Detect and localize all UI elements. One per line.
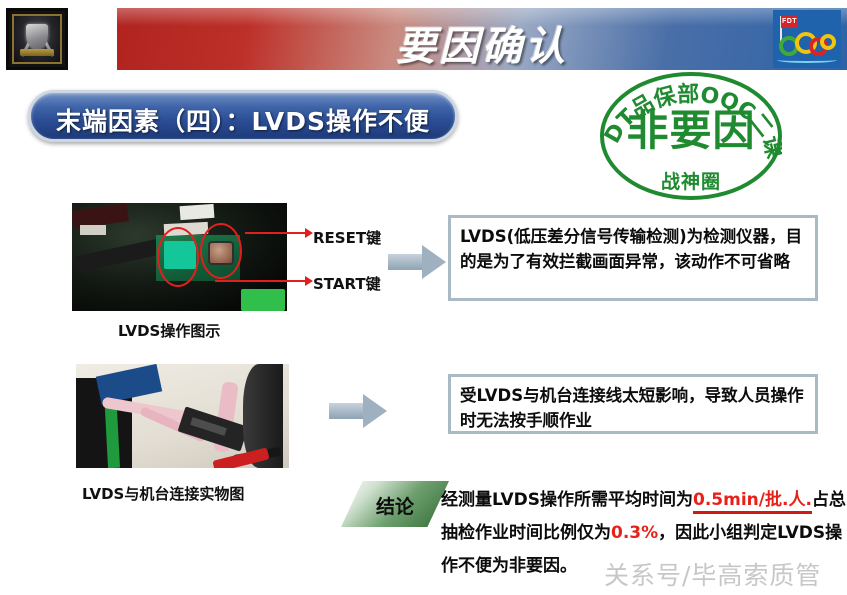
seal-outer-ring [600,72,782,200]
arrow2-shaft [329,403,365,419]
photo1-tag-1 [179,203,215,221]
header-band: 要因确认 [117,8,847,70]
photo2-caption: LVDS与机台连接实物图 [82,485,245,503]
ring-yellow2-icon [820,34,836,50]
arrow1-head [422,245,446,279]
conclusion-line2-suffix: ，因此小 [658,523,727,543]
flow-arrow-2-icon [329,394,389,428]
conclusion-badge: 结论 [341,481,452,534]
seal-bottom-label: 战神圈 [660,171,721,193]
seal-arc-text-icon: FDT品保部OQC二课 [600,72,782,162]
conclusion-highlight-percent: 0.3% [611,523,659,543]
description-textbox-1: LVDS(低压差分信号传输检测)为检测仪器，目的是为了有效拦截画面异常，该动作不… [448,215,818,301]
callout-leader-reset [245,232,307,234]
lvds-machine-connection-photo [76,364,289,468]
conclusion-line2-middle: 占总抽检作业时间比例仅为 [441,490,846,543]
callout-arrow-reset-icon [305,228,313,238]
emblem-banner [20,49,54,57]
conclusion-badge-label: 结论 [375,496,414,518]
photo1-highlight-ellipse-start [157,227,199,287]
photo1-green-box [241,289,285,311]
lvds-operation-photo [72,203,287,311]
conclusion-line3: 组判定LVDS操作不便为非要因。 [441,523,843,576]
conclusion-highlight-time: 0.5min/批.人. [693,490,812,514]
seal-center-label: 非要因 [626,106,756,155]
subtitle-banner: 末端因素（四）：LVDS操作不便 [28,90,458,142]
shield-icon [26,24,48,51]
subtitle-label: 末端因素（四）：LVDS操作不便 [55,107,431,136]
photo1-tag-3 [80,225,106,235]
wave-icon [777,57,837,63]
callout-label-start: START键 [313,275,381,293]
arrow2-head [363,394,387,428]
description-textbox-2: 受LVDS与机台连接线太短影响，导致人员操作时无法按手顺作业 [448,374,818,434]
conclusion-line1-prefix: 经测量LVDS操作所需平均时间为 [441,490,694,510]
approval-seal-stamp: FDT品保部OQC二课 非要因 战神圈 [600,72,782,200]
fdt-oqc-rings-logo-icon: FDT [773,10,841,68]
flow-arrow-1-icon [388,245,448,279]
callout-leader-start [215,280,307,282]
emblem-frame [12,14,62,64]
callout-arrow-start-icon [305,276,313,286]
corporate-shield-emblem-icon [6,8,68,70]
photo1-caption: LVDS操作图示 [118,322,221,340]
flag-pole-icon [780,16,782,42]
fdt-flag-icon: FDT [781,16,798,28]
conclusion-text: 经测量LVDS操作所需平均时间为0.5min/批.人.占总抽检作业时间比例仅为0… [441,484,847,583]
arrow1-shaft [388,254,424,270]
callout-label-reset: RESET键 [313,229,382,247]
photo1-highlight-ellipse-reset [200,223,242,279]
page-title: 要因确认 [396,24,568,70]
